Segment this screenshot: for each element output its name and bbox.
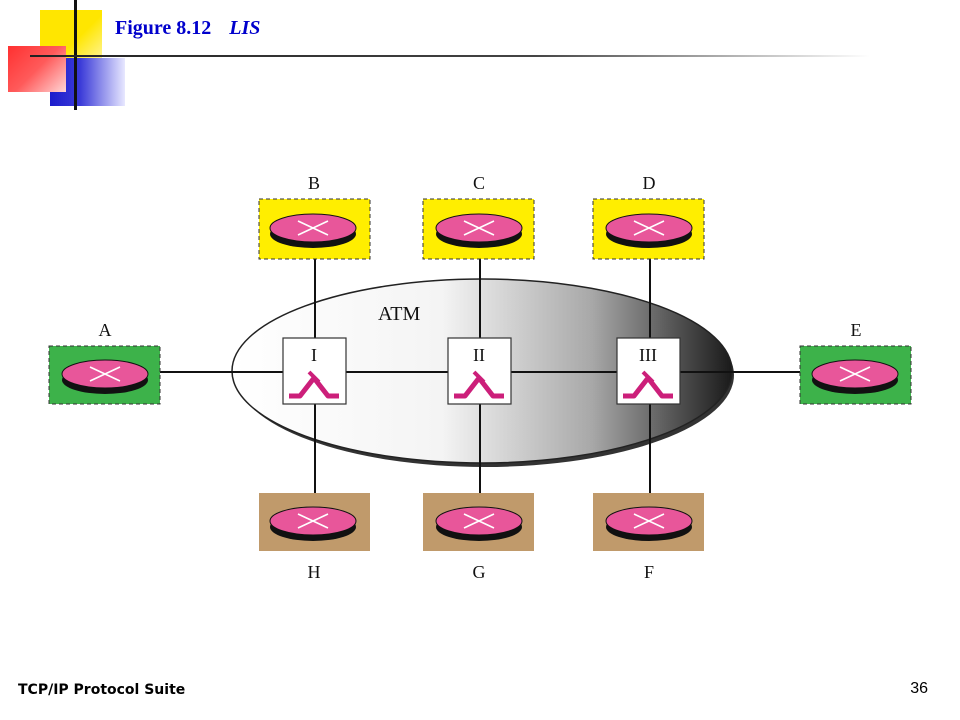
figure-label: Figure 8.12 xyxy=(115,17,212,39)
figure-name: LIS xyxy=(229,17,261,39)
router-B: B xyxy=(258,173,371,260)
switch-label: III xyxy=(639,345,657,365)
router-label: D xyxy=(643,173,656,193)
router-G: G xyxy=(423,493,534,582)
switch-III: III xyxy=(616,337,681,405)
switch-label: II xyxy=(473,345,485,365)
switch-label: I xyxy=(311,345,317,365)
router-F: F xyxy=(593,493,704,582)
router-C: C xyxy=(422,173,535,260)
router-label: C xyxy=(473,173,485,193)
router-D: D xyxy=(592,173,705,260)
router-label: H xyxy=(308,562,321,582)
switch-I: I xyxy=(282,337,347,405)
atm-label: ATM xyxy=(378,303,420,325)
router-E: E xyxy=(799,320,912,405)
header-rule xyxy=(30,55,870,57)
router-label: F xyxy=(644,562,654,582)
figure-title: Figure 8.12 LIS xyxy=(115,17,260,40)
router-label: A xyxy=(99,320,112,340)
router-label: G xyxy=(473,562,486,582)
router-H: H xyxy=(259,493,370,582)
page-number: 36 xyxy=(910,680,928,697)
router-label: B xyxy=(308,173,320,193)
corner-red-block xyxy=(8,46,66,92)
router-A: A xyxy=(48,320,161,405)
router-label: E xyxy=(851,320,862,340)
footer-course-title: TCP/IP Protocol Suite xyxy=(18,682,186,698)
switch-II: II xyxy=(447,337,512,405)
